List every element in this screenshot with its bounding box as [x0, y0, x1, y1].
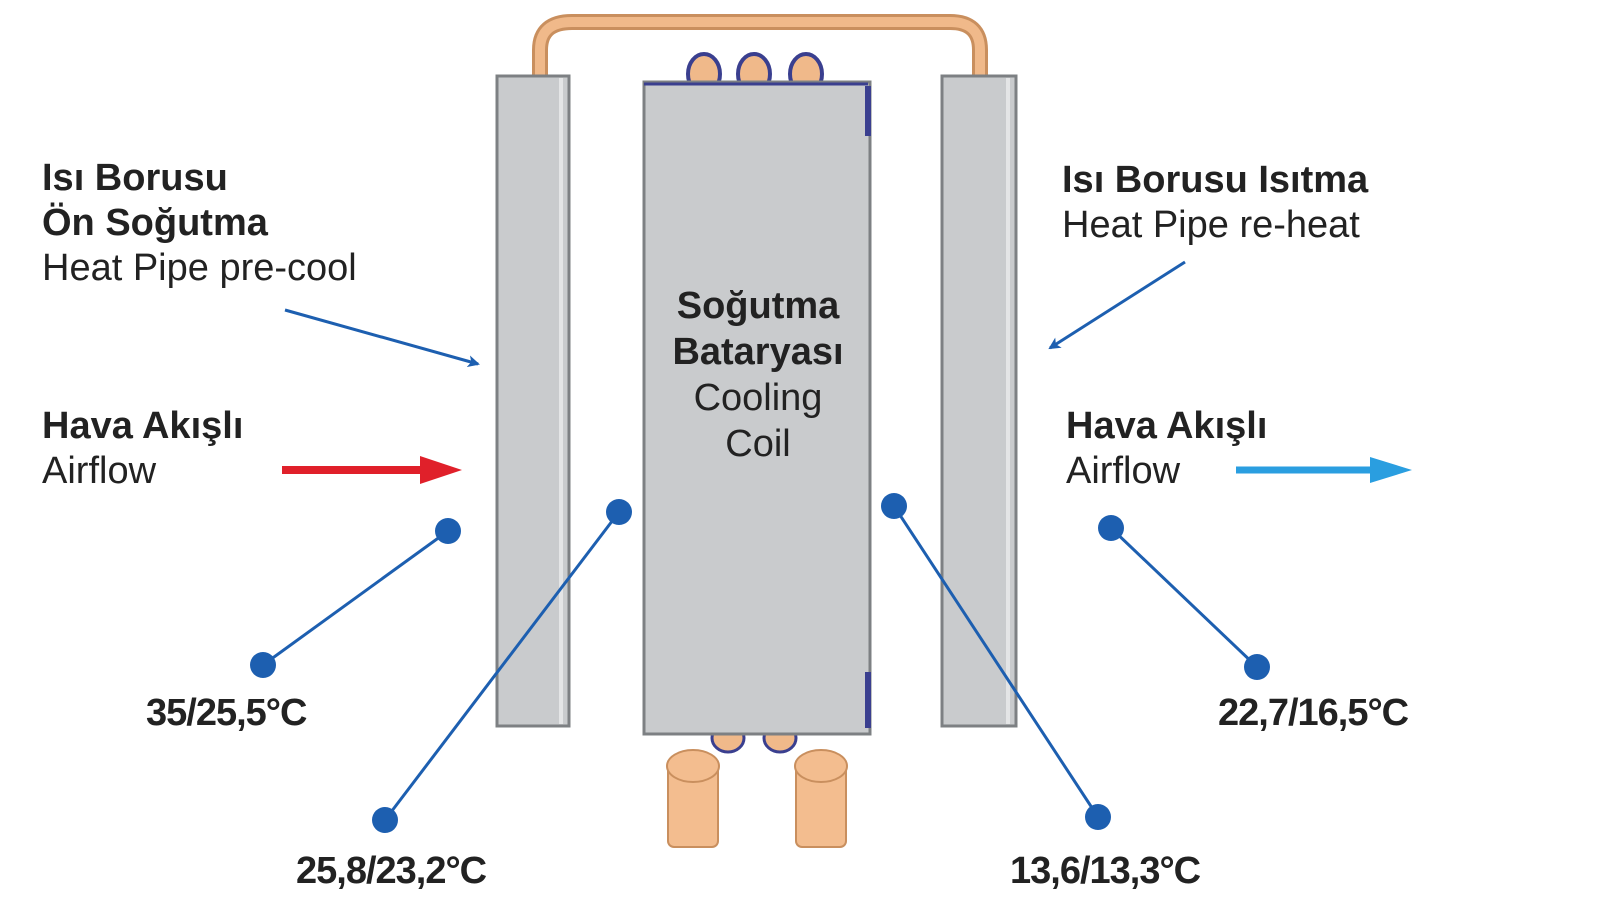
coil-title-line1: Soğutma [676, 285, 840, 327]
airflow-out-arrow [1236, 457, 1412, 483]
airflow-in-subtitle: Airflow [42, 450, 157, 492]
callout-after-precool [372, 499, 632, 833]
precool-pointer-arrow [284, 308, 480, 368]
cooling-coil [642, 80, 872, 736]
callout-outlet [1098, 515, 1270, 680]
precool-subtitle: Heat Pipe pre-cool [42, 247, 357, 289]
coil-label: Soğutma Bataryası Cooling Coil [643, 283, 873, 467]
reheat-pointer-arrow [1048, 260, 1186, 350]
coil-title-line2: Bataryası [672, 331, 844, 373]
reheat-subtitle: Heat Pipe re-heat [1062, 204, 1360, 246]
coil-sub-line2: Coil [725, 423, 791, 465]
airflow-out-subtitle: Airflow [1066, 450, 1181, 492]
temp-after-coil: 13,6/13,3°C [1010, 850, 1201, 892]
airflow-out-title: Hava Akışlı [1066, 405, 1268, 447]
heat-pipe-loop-inner [535, 17, 985, 81]
coil-header-pipes-bottom [666, 722, 848, 848]
precool-label: Isı Borusu Ön Soğutma Heat Pipe pre-cool [42, 156, 357, 291]
precool-title-line1: Isı Borusu [42, 157, 228, 199]
callout-inlet [250, 518, 461, 678]
airflow-in-title: Hava Akışlı [42, 405, 244, 447]
precool-title-line2: Ön Soğutma [42, 202, 268, 244]
temp-inlet: 35/25,5°C [146, 692, 307, 734]
airflow-in-label: Hava Akışlı Airflow [42, 404, 243, 494]
coil-sub-line1: Cooling [693, 377, 823, 419]
precool-panel [495, 74, 571, 728]
temp-after-precool: 25,8/23,2°C [296, 850, 487, 892]
reheat-title: Isı Borusu Isıtma [1062, 159, 1369, 201]
callout-after-coil [881, 493, 1111, 830]
reheat-panel [940, 74, 1018, 728]
reheat-label: Isı Borusu Isıtma Heat Pipe re-heat [1062, 158, 1368, 248]
airflow-in-arrow [282, 456, 462, 484]
temp-outlet: 22,7/16,5°C [1218, 692, 1409, 734]
airflow-out-label: Hava Akışlı Airflow [1066, 404, 1267, 494]
